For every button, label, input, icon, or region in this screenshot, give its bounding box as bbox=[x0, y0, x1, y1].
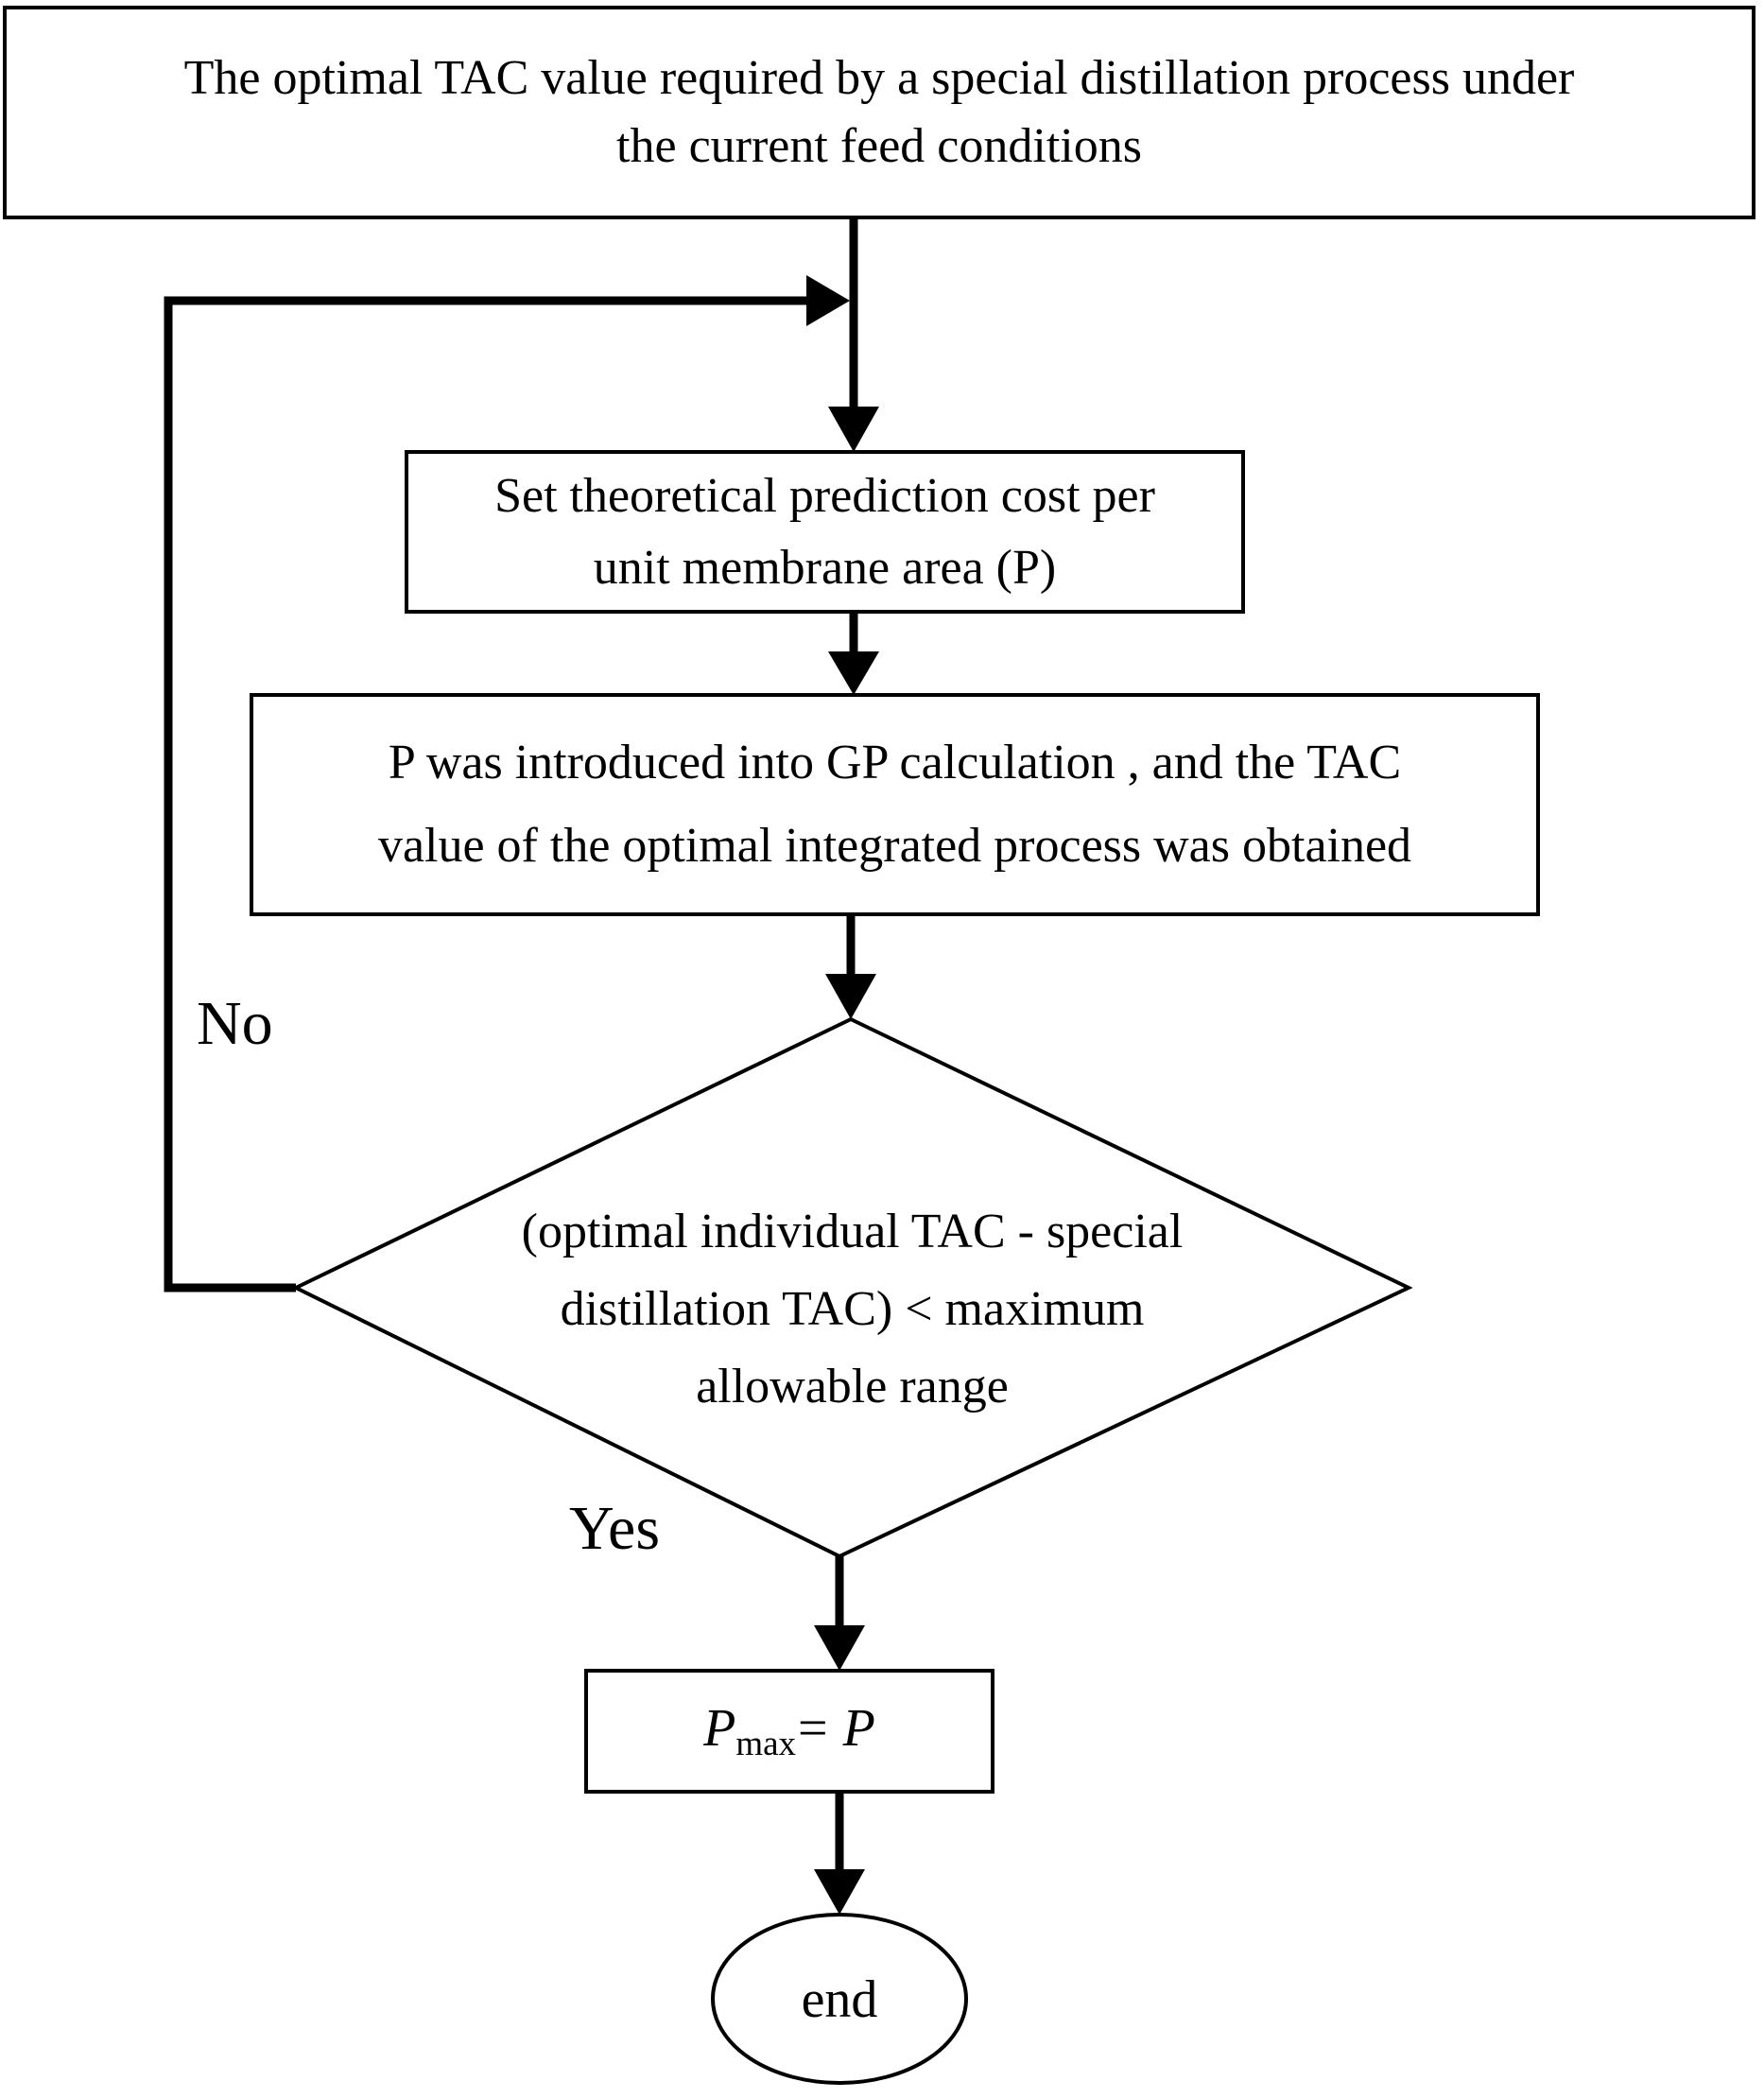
equals-sign: = bbox=[798, 1699, 828, 1758]
edge-no-feedback-loop bbox=[164, 296, 810, 1292]
p-variable: P bbox=[842, 1699, 875, 1758]
start-node-line1: The optimal TAC value required by a spec… bbox=[183, 51, 1575, 105]
gp-box-shape bbox=[250, 693, 1540, 916]
decision-node: (optimal individual TAC - special distil… bbox=[296, 1128, 1409, 1491]
decision-diamond-shape bbox=[291, 1016, 1413, 1559]
end-node-label: end bbox=[801, 1970, 878, 2029]
decision-line1: (optimal individual TAC - special bbox=[521, 1205, 1184, 1258]
gp-calculation-node: P was introduced into GP calculation , a… bbox=[251, 695, 1538, 914]
arrowhead-into-decision bbox=[825, 974, 876, 1019]
set-cost-line2: unit membrane area (P) bbox=[593, 540, 1057, 595]
assign-box-shape bbox=[584, 1669, 994, 1794]
arrowhead-no-loop-right bbox=[806, 275, 850, 326]
arrowhead-into-setcost bbox=[828, 407, 879, 452]
no-branch-label: No bbox=[197, 989, 273, 1058]
start-node: The optimal TAC value required by a spec… bbox=[5, 8, 1754, 217]
set-cost-node: Set theoretical prediction cost per unit… bbox=[406, 452, 1243, 612]
arrowhead-into-end bbox=[814, 1869, 865, 1915]
set-cost-line1: Set theoretical prediction cost per bbox=[494, 468, 1155, 523]
pmax-subscript: max bbox=[735, 1724, 797, 1763]
decision-line3: allowable range bbox=[696, 1360, 1009, 1414]
decision-line2: distillation TAC) < maximum bbox=[560, 1282, 1145, 1336]
setcost-box-shape bbox=[405, 450, 1245, 614]
start-node-line2: the current feed conditions bbox=[616, 119, 1142, 173]
end-node: end bbox=[714, 1917, 965, 2083]
assign-pmax-node: Pmax=P bbox=[586, 1671, 993, 1792]
gp-calculation-line1: P was introduced into GP calculation , a… bbox=[388, 736, 1402, 789]
end-ellipse-shape bbox=[711, 1913, 968, 2085]
pmax-variable: P bbox=[703, 1699, 736, 1758]
arrowhead-into-assign bbox=[814, 1625, 865, 1671]
gp-calculation-line2: value of the optimal integrated process … bbox=[377, 819, 1412, 873]
start-box-shape bbox=[3, 6, 1755, 219]
yes-branch-label: Yes bbox=[569, 1494, 661, 1563]
pmax-formula: Pmax=P bbox=[703, 1693, 875, 1769]
arrowhead-into-gp bbox=[828, 651, 879, 695]
